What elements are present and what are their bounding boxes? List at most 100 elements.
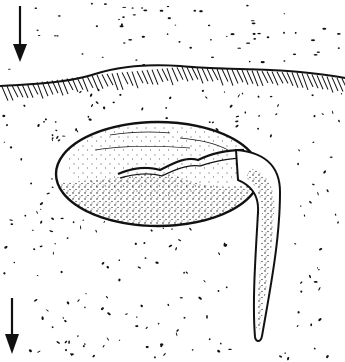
air-speck <box>143 10 147 12</box>
hatch-stroke <box>102 74 108 86</box>
soil-speck <box>318 287 321 291</box>
hatch-stroke <box>152 70 158 85</box>
hatch-stroke <box>217 69 223 86</box>
soil-speck <box>321 113 324 115</box>
soil-speck <box>225 286 228 289</box>
soil-speck <box>313 347 316 350</box>
air-speck <box>118 19 120 20</box>
soil-speck <box>77 299 80 302</box>
soil-speck <box>167 303 169 306</box>
soil-speck <box>106 337 109 341</box>
soil-speck <box>337 221 339 224</box>
hatch-stroke <box>112 73 118 90</box>
soil-speck <box>144 257 147 259</box>
air-speck <box>199 10 202 12</box>
soil-speck <box>165 107 167 109</box>
soil-speck <box>183 317 185 319</box>
hatch-stroke <box>232 70 238 84</box>
soil-speck <box>101 261 105 265</box>
air-speck <box>122 16 125 18</box>
hatch-stroke <box>227 69 233 85</box>
soil-speck <box>338 119 340 122</box>
hatch-stroke <box>137 71 143 83</box>
hatch-stroke <box>202 68 208 81</box>
soil-speck <box>103 106 106 109</box>
soil-speck <box>64 340 67 343</box>
soil-speck <box>4 142 5 143</box>
soil-speck <box>41 316 44 320</box>
soil-speck <box>176 332 178 336</box>
soil-speck <box>317 267 318 269</box>
air-speck <box>283 60 285 62</box>
air-speck <box>133 14 136 15</box>
air-speck <box>317 52 320 53</box>
soil-speck <box>146 346 149 348</box>
soil-speck <box>106 265 109 269</box>
soil-speck <box>198 296 202 300</box>
soil-speck <box>137 266 141 269</box>
soil-speck <box>106 296 109 299</box>
soil-speck <box>102 345 105 348</box>
soil-speck <box>330 156 333 158</box>
soil-speck <box>270 96 273 98</box>
soil-speck <box>51 134 53 137</box>
hatch-stroke <box>237 70 243 82</box>
soil-speck <box>141 107 144 111</box>
air-speck <box>322 28 326 30</box>
soil-speck <box>56 135 59 139</box>
air-speck <box>123 42 126 43</box>
soil-speck <box>4 245 8 249</box>
air-speck <box>253 38 256 40</box>
air-speck <box>35 7 37 9</box>
soil-speck <box>143 242 146 245</box>
soil-speck <box>284 352 286 353</box>
air-speck <box>132 7 134 8</box>
soil-speck <box>118 259 120 261</box>
air-speck <box>121 23 123 25</box>
soil-speck <box>62 135 65 136</box>
soil-speck <box>275 113 278 115</box>
soil-speck <box>311 94 314 96</box>
air-speck <box>37 30 39 31</box>
soil-speck <box>287 357 290 361</box>
soil-speck <box>66 301 69 305</box>
seed <box>56 122 260 226</box>
soil-speck <box>23 104 26 107</box>
soil-speck <box>82 345 85 348</box>
soil-speck <box>304 214 306 217</box>
soil-speck <box>171 228 173 230</box>
soil-speck <box>300 290 303 293</box>
soil-speck <box>300 205 302 207</box>
soil-speck <box>80 225 82 229</box>
soil-speck <box>88 116 90 118</box>
soil-speck <box>46 309 49 312</box>
hatch-stroke <box>177 67 183 79</box>
soil-speck <box>3 272 6 275</box>
air-speck <box>249 61 251 63</box>
air-speck <box>337 33 341 35</box>
hatch-stroke <box>287 72 293 85</box>
air-speck <box>141 7 143 8</box>
soil-speck <box>51 186 53 188</box>
air-speck <box>194 10 197 12</box>
hatch-stroke <box>277 72 283 84</box>
soil-speck <box>135 325 138 327</box>
air-speck <box>128 39 132 41</box>
hatch-stroke <box>197 68 203 84</box>
soil-speck <box>37 124 40 128</box>
hatch-stroke <box>262 71 268 83</box>
soil-speck <box>220 342 222 344</box>
soil-speck <box>40 209 41 211</box>
soil-speck <box>178 239 182 242</box>
soil-speck <box>150 229 153 232</box>
soil-speck <box>298 149 300 152</box>
hatch-stroke <box>7 86 13 100</box>
soil-speck <box>203 280 206 283</box>
soil-speck <box>332 111 334 115</box>
soil-speck <box>88 118 92 121</box>
air-speck <box>253 33 256 35</box>
soil-speck <box>39 202 43 206</box>
soil-speck <box>60 271 63 274</box>
air-speck <box>293 54 296 56</box>
soil-speck <box>64 320 67 323</box>
